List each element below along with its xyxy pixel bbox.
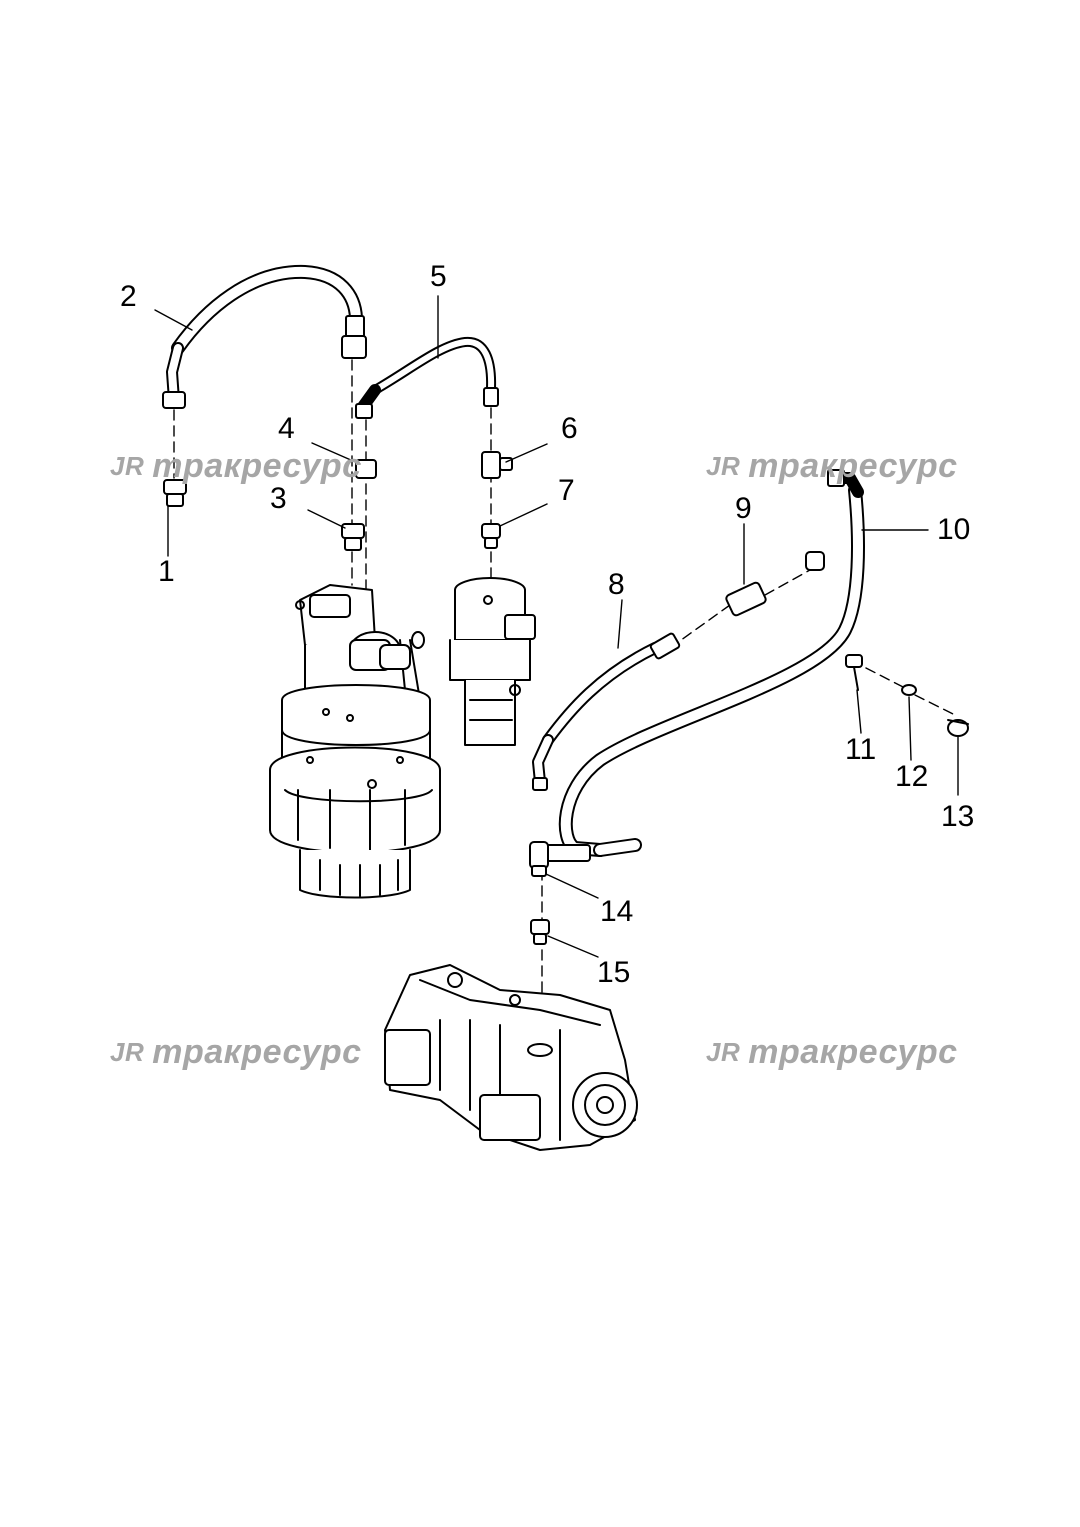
washer-12 <box>901 684 917 696</box>
watermark-logo: JR <box>706 1037 741 1067</box>
fitting-6 <box>481 451 513 479</box>
callout-6: 6 <box>561 412 578 445</box>
hose-8 <box>532 632 681 791</box>
callout-1: 1 <box>158 555 175 588</box>
callout-2: 2 <box>120 280 137 313</box>
callout-12: 12 <box>895 760 929 793</box>
callout-13: 13 <box>941 800 975 833</box>
watermark-logo: JR <box>110 451 145 481</box>
main-pump <box>384 964 638 1151</box>
fitting-9 <box>725 551 825 617</box>
callout-4: 4 <box>278 412 295 445</box>
watermark-text: тракресурс <box>748 1033 958 1071</box>
callout-7: 7 <box>558 474 575 507</box>
fitting-1 <box>163 479 187 507</box>
watermark-logo: JR <box>706 451 741 481</box>
callout-11: 11 <box>845 733 877 766</box>
watermark-logo: JR <box>110 1037 145 1067</box>
fitting-4 <box>355 459 377 479</box>
callout-10: 10 <box>937 513 971 546</box>
elbow-14 <box>529 841 549 877</box>
watermark-text: тракресурс <box>152 1033 362 1071</box>
callout-9: 9 <box>735 492 752 525</box>
watermark-text: тракресурс <box>152 447 362 485</box>
hose-2 <box>162 264 367 409</box>
adapter-15 <box>530 919 550 945</box>
watermark-text: тракресурс <box>748 447 958 485</box>
hose-5 <box>355 336 499 419</box>
fitting-3 <box>341 523 365 551</box>
fitting-7 <box>481 523 501 549</box>
bolt-11 <box>845 654 863 691</box>
callout-15: 15 <box>597 956 631 989</box>
swing-motor <box>269 584 441 899</box>
callout-8: 8 <box>608 568 625 601</box>
callout-5: 5 <box>430 260 447 293</box>
callout-14: 14 <box>600 895 634 928</box>
clamp-13 <box>947 719 969 737</box>
callout-3: 3 <box>270 482 287 515</box>
hose-10 <box>544 469 865 862</box>
center-joint <box>449 577 536 746</box>
